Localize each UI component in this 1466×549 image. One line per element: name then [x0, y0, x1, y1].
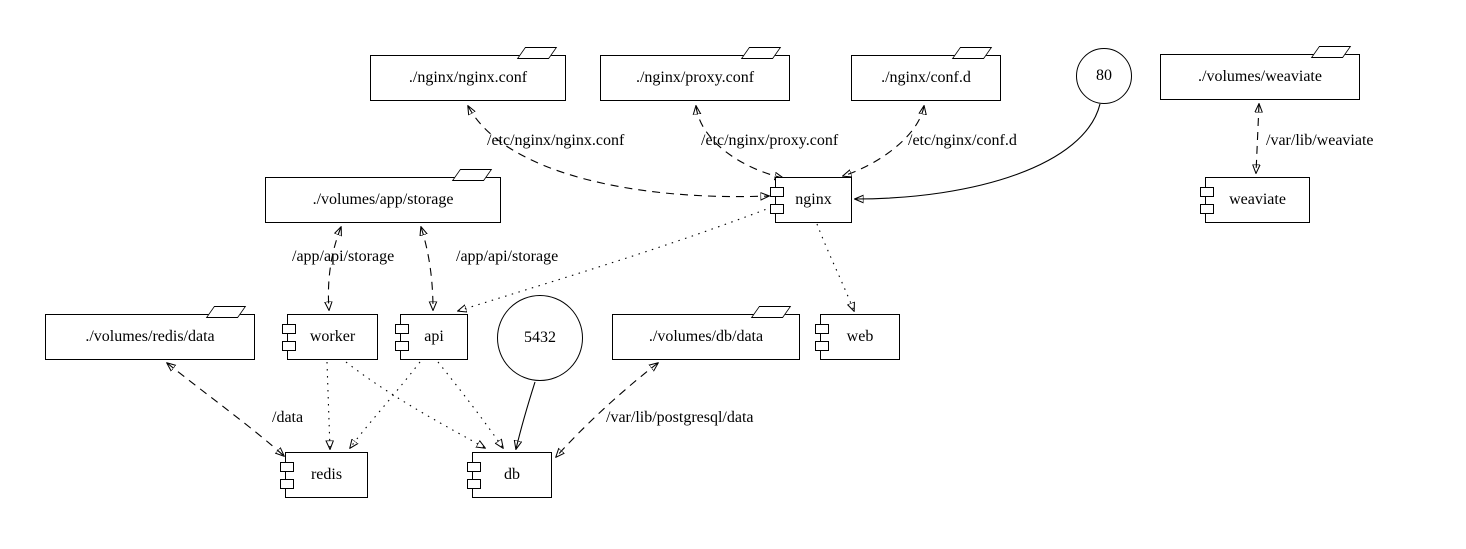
edge-nginx-conf-mount [468, 106, 769, 197]
edge-nginx-api [458, 206, 773, 311]
node-label: weaviate [1229, 191, 1286, 208]
node-label: ./nginx/proxy.conf [635, 69, 755, 86]
edge-weaviate-mount [1256, 104, 1259, 173]
edge-label-conf-d-mount: /etc/nginx/conf.d [908, 132, 1017, 149]
node-label: worker [309, 328, 356, 345]
edge-worker-redis [327, 361, 330, 449]
node-label: ./volumes/app/storage [312, 191, 454, 208]
edge-nginx-web [816, 223, 854, 311]
node-volumes-redis-data: ./volumes/redis/data [45, 314, 255, 360]
edge-label-redis-mount: /data [272, 409, 304, 426]
node-service-web: web [815, 314, 900, 360]
node-label: api [424, 328, 444, 345]
node-label: nginx [795, 191, 832, 208]
node-label: ./volumes/redis/data [85, 328, 215, 345]
edge-storage-api-mount [421, 227, 433, 310]
edge-storage-worker-mount [328, 227, 341, 310]
node-port-5432: 5432 [497, 295, 583, 381]
node-label: ./nginx/conf.d [881, 69, 971, 86]
node-service-redis: redis [280, 452, 368, 498]
edge-api-db [437, 361, 503, 448]
node-label: redis [310, 466, 343, 483]
edge-port-80-nginx [855, 103, 1101, 199]
node-conf-d-volume: ./nginx/conf.d [851, 55, 1001, 101]
node-label: db [504, 466, 520, 483]
edge-label-api-storage-mount: /app/api/storage [456, 248, 559, 265]
edge-label-db-mount: /var/lib/postgresql/data [606, 409, 754, 426]
node-service-nginx: nginx [770, 177, 852, 223]
edge-api-redis [350, 361, 421, 448]
edge-label-weaviate-mount: /var/lib/weaviate [1266, 132, 1374, 149]
node-port-80: 80 [1076, 48, 1132, 104]
node-label: ./nginx/nginx.conf [408, 69, 528, 86]
edge-db-data-mount [556, 363, 658, 457]
edge-label-worker-storage-mount: /app/api/storage [292, 248, 395, 265]
node-label: ./volumes/db/data [648, 328, 764, 345]
node-volumes-app-storage: ./volumes/app/storage [265, 177, 501, 223]
node-label: web [846, 328, 874, 345]
edge-proxy-conf-mount [696, 106, 783, 178]
node-volumes-weaviate: ./volumes/weaviate [1160, 54, 1360, 100]
node-label: ./volumes/weaviate [1198, 68, 1322, 85]
edge-label-proxy-conf-mount: /etc/nginx/proxy.conf [701, 132, 839, 149]
node-service-weaviate: weaviate [1200, 177, 1310, 223]
node-service-db: db [467, 452, 552, 498]
edge-label-nginx-conf-mount: /etc/nginx/nginx.conf [487, 132, 625, 149]
node-proxy-conf-volume: ./nginx/proxy.conf [600, 55, 790, 101]
node-volumes-db-data: ./volumes/db/data [612, 314, 800, 360]
node-service-worker: worker [282, 314, 378, 360]
node-service-api: api [395, 314, 468, 360]
node-label: 5432 [524, 329, 556, 346]
node-label: 80 [1096, 67, 1112, 84]
edge-worker-db [345, 361, 485, 448]
edge-redis-data-mount [167, 363, 284, 456]
node-nginx-conf-volume: ./nginx/nginx.conf [370, 55, 566, 101]
edge-conf-d-mount [843, 106, 924, 176]
edge-port-5432-db [516, 381, 536, 449]
